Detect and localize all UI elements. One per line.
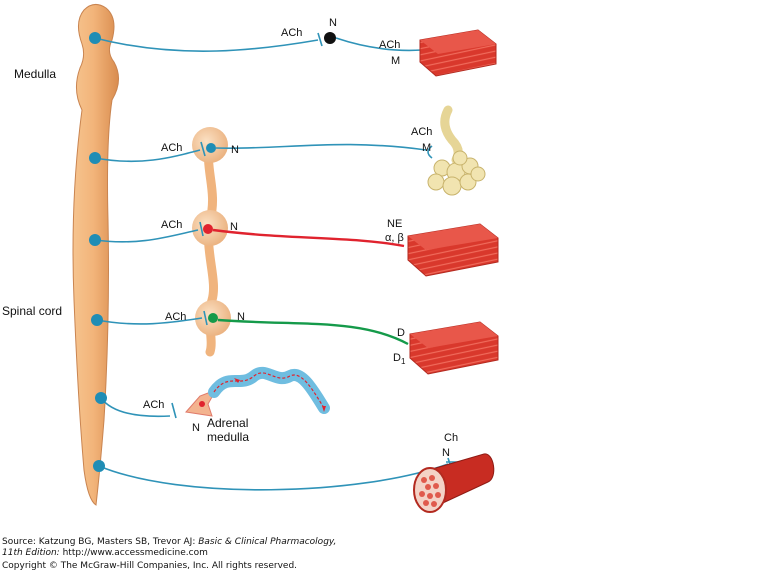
- copyright-notice: Copyright © The McGraw-Hill Companies, I…: [2, 561, 298, 571]
- target-terminal: [427, 145, 433, 159]
- pathway-6: Ch N: [93, 432, 495, 513]
- pre-transmitter-label: ACh: [161, 142, 182, 154]
- smooth-muscle-2: [407, 223, 499, 277]
- adrenal-medulla-label-line2: medulla: [207, 430, 249, 444]
- receptor-label: N: [237, 311, 245, 323]
- source-url: http://www.accessmedicine.com: [59, 548, 208, 558]
- preganglionic-cell-body: [89, 32, 101, 44]
- pathway-2: ACh N ACh M: [89, 105, 486, 196]
- medulla-label: Medulla: [14, 67, 56, 81]
- receptor-label: N: [192, 422, 200, 434]
- target-receptor-label: D1: [393, 352, 406, 366]
- receptor-label: N: [329, 17, 337, 29]
- pathway-4: ACh N D D1: [91, 310, 499, 375]
- ganglion-cell-body: [203, 224, 213, 234]
- target-receptor-label: M: [422, 142, 431, 154]
- ganglion-cell-body: [208, 313, 218, 323]
- post-transmitter-label: Ch: [444, 432, 458, 444]
- source-citation-line2: 11th Edition: http://www.accessmedicine.…: [2, 548, 208, 558]
- postganglionic-fiber: [215, 143, 427, 151]
- postganglionic-fiber: [217, 318, 409, 346]
- motor-neuron-cell-body: [93, 460, 105, 472]
- post-transmitter-label: ACh: [411, 126, 432, 138]
- target-receptor-label: N: [442, 447, 450, 459]
- spinal-cord: [72, 4, 119, 506]
- synapse-terminal: [203, 310, 208, 326]
- synapse-terminal: [200, 141, 206, 157]
- preganglionic-cell-body: [89, 234, 101, 246]
- adrenal-medulla-label-line1: Adrenal: [207, 416, 248, 430]
- preganglionic-cell-body: [89, 152, 101, 164]
- receptor-label: N: [231, 144, 239, 156]
- ganglion-cell-body: [206, 143, 216, 153]
- spinal-cord-label: Spinal cord: [2, 304, 62, 318]
- preganglionic-cell-body: [91, 314, 103, 326]
- post-transmitter-label: D: [397, 327, 405, 339]
- post-transmitter-label: ACh: [379, 39, 400, 51]
- skeletal-muscle: [413, 453, 495, 513]
- gland: [427, 105, 486, 196]
- preganglionic-cell-body: [95, 392, 107, 404]
- source-edition: 11th Edition:: [2, 548, 60, 558]
- postganglionic-fiber: [335, 37, 423, 52]
- target-receptor-label: α, β: [385, 232, 404, 244]
- postganglionic-fiber: [212, 228, 405, 248]
- target-receptor-label: M: [391, 55, 400, 67]
- preganglionic-fiber: [94, 229, 199, 243]
- preganglionic-fiber: [96, 317, 203, 325]
- pre-transmitter-label: ACh: [161, 219, 182, 231]
- preganglionic-fiber: [94, 149, 201, 163]
- smooth-muscle-1: [419, 29, 497, 77]
- source-prefix: Source: Katzung BG, Masters SB, Trevor A…: [2, 537, 199, 547]
- pathway-1: ACh N ACh M: [89, 17, 497, 77]
- pre-transmitter-label: ACh: [281, 27, 302, 39]
- autonomic-nervous-system-diagram: ACh N ACh M ACh N ACh M AC: [2, 4, 499, 513]
- pathway-5: ACh N Adrenal medulla: [95, 366, 330, 444]
- blood-vessel: [208, 366, 330, 414]
- preganglionic-fiber: [94, 37, 319, 52]
- pre-transmitter-label: ACh: [165, 311, 186, 323]
- ganglion-cell-body: [324, 32, 336, 44]
- smooth-muscle-3: [409, 321, 499, 375]
- source-citation-line1: Source: Katzung BG, Masters SB, Trevor A…: [2, 537, 336, 547]
- motor-fiber: [98, 463, 449, 491]
- pre-transmitter-label: ACh: [143, 399, 164, 411]
- post-transmitter-label: NE: [387, 218, 402, 230]
- synapse-terminal: [199, 221, 204, 237]
- source-title: Basic & Clinical Pharmacology,: [198, 537, 337, 547]
- synapse-terminal: [317, 32, 323, 47]
- synapse-terminal: [171, 402, 177, 419]
- pathway-3: ACh N NE α, β: [89, 218, 499, 277]
- receptor-label: N: [230, 221, 238, 233]
